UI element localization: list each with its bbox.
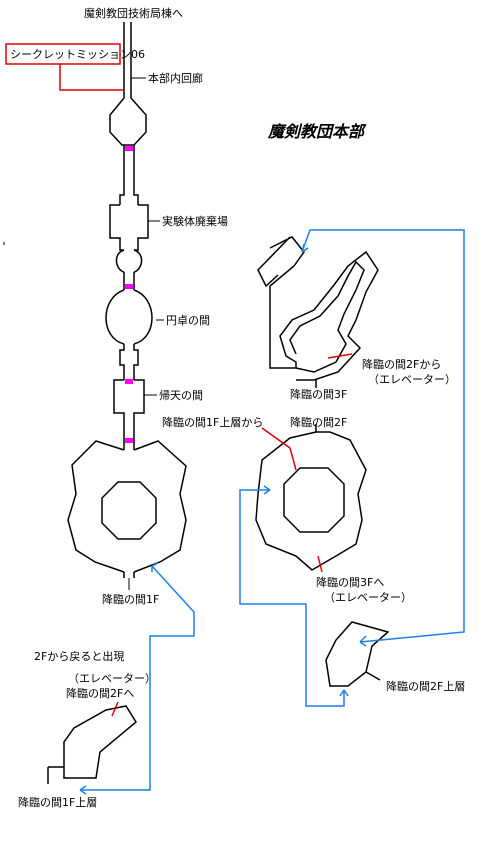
descent-2f-room (255, 424, 367, 573)
label-secret-mission: シークレットミッション06 (10, 48, 145, 61)
door-marker (125, 284, 133, 289)
label-from-1f-upper: 降臨の間1F上層から (162, 415, 263, 429)
connection-paths (79, 229, 465, 795)
label-from-descent-2f: 降臨の間2Fから (362, 357, 441, 371)
label-return-from-2f: 2Fから戻ると出現 (34, 649, 124, 663)
map-title: 魔剣教団本部 (267, 122, 367, 141)
label-top-exit: 魔剣教団技術局棟へ (84, 6, 183, 20)
label-round-table: 円卓の間 (166, 314, 210, 327)
label-to-descent-3f: 降臨の間3Fへ (316, 575, 384, 589)
label-disposal: 実験体廃棄場 (162, 214, 228, 228)
label-leaders (128, 77, 164, 590)
label-descent-1f: 降臨の間1F (102, 592, 159, 606)
label-corridor: 本部内回廊 (148, 71, 203, 85)
label-return-heaven: 帰天の間 (159, 389, 203, 402)
label-to-descent-2f: 降臨の間2Fへ (66, 686, 134, 700)
main-corridor (67, 22, 187, 578)
map-labels: 魔剣教団本部 魔剣教団技術局棟へ シークレットミッション06 本部内回廊 実験体… (10, 6, 465, 809)
label-elevator-3: （エレベーター） (324, 591, 412, 604)
door-marker (125, 379, 133, 384)
label-descent-2f-upper: 降臨の間2F上層 (386, 679, 465, 693)
label-elevator-1: （エレベーター） (68, 672, 156, 685)
label-elevator-2: （エレベーター） (368, 373, 456, 386)
descent-1f-upper-room (47, 701, 137, 784)
secret-mission-marker (5, 43, 124, 91)
label-descent-1f-upper: 降臨の間1F上層 (18, 795, 97, 809)
label-descent-2f: 降臨の間2F (290, 415, 347, 429)
descent-3f-room (257, 236, 379, 388)
label-descent-3f: 降臨の間3F (290, 387, 347, 401)
descent-2f-upper-room (325, 621, 390, 687)
door-marker (125, 146, 133, 151)
door-marker (125, 438, 133, 443)
